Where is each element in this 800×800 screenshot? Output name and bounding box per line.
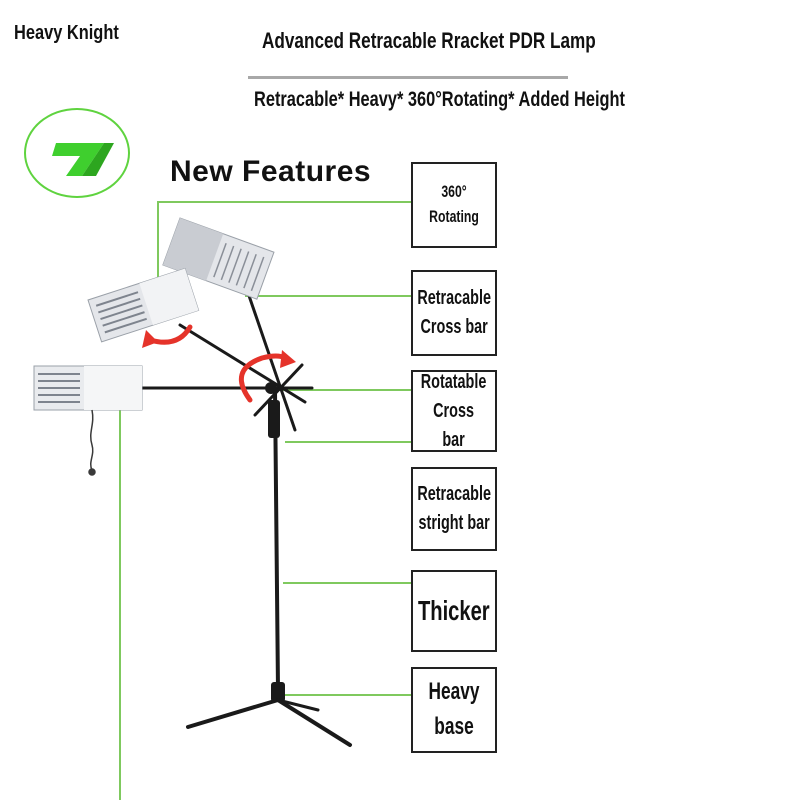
feature-box-360-rotating: 360° Rotating: [411, 162, 497, 248]
rotation-arrow-left: [142, 324, 193, 348]
feature-label: 360° Rotating: [429, 182, 479, 226]
feature-box-heavy-base: Heavy base: [411, 667, 497, 753]
feature-label: Retracable Cross bar: [417, 287, 491, 338]
cross-bar-rotated: [253, 363, 304, 417]
stand-leg-back: [276, 698, 320, 712]
page-title: Advanced Retracable Rracket PDR Lamp: [262, 28, 596, 53]
stand-collar: [271, 682, 285, 702]
section-heading: New Features: [170, 155, 372, 188]
leader-lines: [119, 201, 411, 800]
rotation-arrow-center: [238, 350, 296, 403]
lamp-panel-middle: [87, 267, 200, 343]
title-divider: [248, 76, 568, 79]
feature-box-retracable-cross-bar: Retracable Cross bar: [411, 270, 497, 356]
seven-badge: [24, 108, 130, 198]
lamp-panel-top: [162, 217, 275, 300]
pivot-knob: [265, 382, 277, 394]
stand-pole: [273, 388, 280, 692]
feature-box-retracable-stright-bar: Retracable stright bar: [411, 467, 497, 551]
feature-label: Heavy base: [428, 678, 480, 740]
feature-label: Rotatable Cross bar: [421, 370, 487, 451]
stand-leg-left: [186, 698, 280, 729]
cross-bar-diagonal-lower: [178, 323, 307, 404]
power-cable: [88, 409, 96, 476]
brand-name: Heavy Knight: [14, 22, 119, 44]
leader-line-360-rotating: [157, 201, 411, 290]
stand-leg-right: [276, 698, 352, 747]
stand: [138, 282, 352, 747]
feature-box-rotatable-cross-bar: Rotatable Cross bar: [411, 370, 497, 452]
feature-label: Retracable stright bar: [417, 483, 491, 534]
page-subtitle: Retracable* Heavy* 360°Rotating* Added H…: [254, 88, 625, 111]
lamp-panel-left: [33, 365, 143, 411]
stand-clamp: [268, 400, 280, 438]
feature-box-thicker: Thicker: [411, 570, 497, 652]
feature-label: Thicker: [418, 594, 490, 626]
